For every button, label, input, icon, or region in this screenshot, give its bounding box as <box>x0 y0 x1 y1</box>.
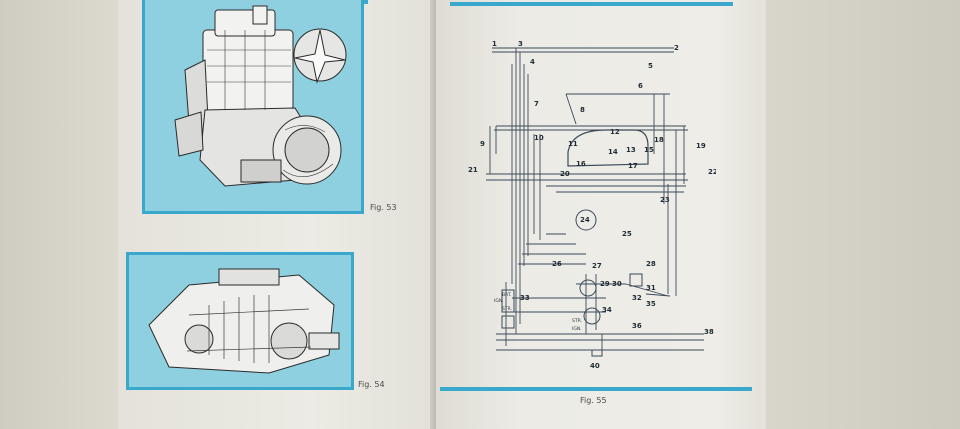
component-label-25: 25 <box>622 230 632 238</box>
instrument-cluster <box>567 129 649 167</box>
component-label-6: 6 <box>638 82 643 90</box>
fig-53-caption: Fig. 53 <box>370 203 397 212</box>
component-label-30: 30 <box>612 280 622 288</box>
component-label-27: 27 <box>592 262 602 270</box>
fuse-part <box>591 349 603 357</box>
component-label-16: 16 <box>576 160 586 168</box>
terminal-label-bat-0: BAT. <box>502 292 511 298</box>
gearbox-illustration <box>148 268 340 374</box>
switch-part <box>501 315 515 329</box>
component-label-38: 38 <box>704 328 714 336</box>
terminal-label-str-1: STR. <box>502 306 512 312</box>
fig-55-caption: Fig. 55 <box>580 396 607 405</box>
component-label-19: 19 <box>696 142 706 150</box>
engine-illustration <box>174 5 347 187</box>
component-label-1: 1 <box>492 40 497 48</box>
component-label-34: 34 <box>602 306 612 314</box>
fig-54-caption: Fig. 54 <box>358 380 385 389</box>
ignition-switch-part <box>501 289 515 313</box>
regulator-part <box>575 209 597 231</box>
relay-part <box>629 273 643 287</box>
component-label-13: 13 <box>626 146 636 154</box>
component-label-24: 24 <box>580 216 590 224</box>
component-label-3: 3 <box>518 40 523 48</box>
component-label-40: 40 <box>590 362 600 370</box>
component-label-18: 18 <box>654 136 664 144</box>
component-label-2: 2 <box>674 44 679 52</box>
wire-39 <box>565 93 577 125</box>
component-label-9: 9 <box>480 140 485 148</box>
wire-33 <box>645 293 671 297</box>
component-label-10: 10 <box>534 134 544 142</box>
component-label-26: 26 <box>552 260 562 268</box>
component-label-8: 8 <box>580 106 585 114</box>
engine-illustration-panel <box>142 0 364 214</box>
right-page <box>436 0 766 429</box>
component-label-35: 35 <box>646 300 656 308</box>
component-label-29: 29 <box>600 280 610 288</box>
gearbox-illustration-panel <box>126 252 354 390</box>
component-label-15: 15 <box>644 146 654 154</box>
component-label-21: 21 <box>468 166 478 174</box>
dynamo-part <box>579 279 597 297</box>
terminal-label-ign-2: IGN. <box>494 298 504 304</box>
component-label-7: 7 <box>534 100 539 108</box>
component-label-33: 33 <box>520 294 530 302</box>
terminal-label-str-3: STR. <box>572 318 582 324</box>
component-label-5: 5 <box>648 62 653 70</box>
component-label-20: 20 <box>560 170 570 178</box>
top-blue-rule-right <box>450 2 733 6</box>
component-label-4: 4 <box>530 58 535 66</box>
component-label-12: 12 <box>610 128 620 136</box>
component-label-36: 36 <box>632 322 642 330</box>
component-label-23: 23 <box>660 196 670 204</box>
terminal-label-ign-4: IGN. <box>572 326 582 332</box>
component-label-31: 31 <box>646 284 656 292</box>
component-label-17: 17 <box>628 162 638 170</box>
component-label-22: 22 <box>708 168 716 176</box>
component-label-11: 11 <box>568 140 578 148</box>
bottom-blue-rule-right <box>440 387 752 391</box>
component-label-28: 28 <box>646 260 656 268</box>
component-label-14: 14 <box>608 148 618 156</box>
component-label-32: 32 <box>632 294 642 302</box>
starter-part <box>583 307 601 325</box>
